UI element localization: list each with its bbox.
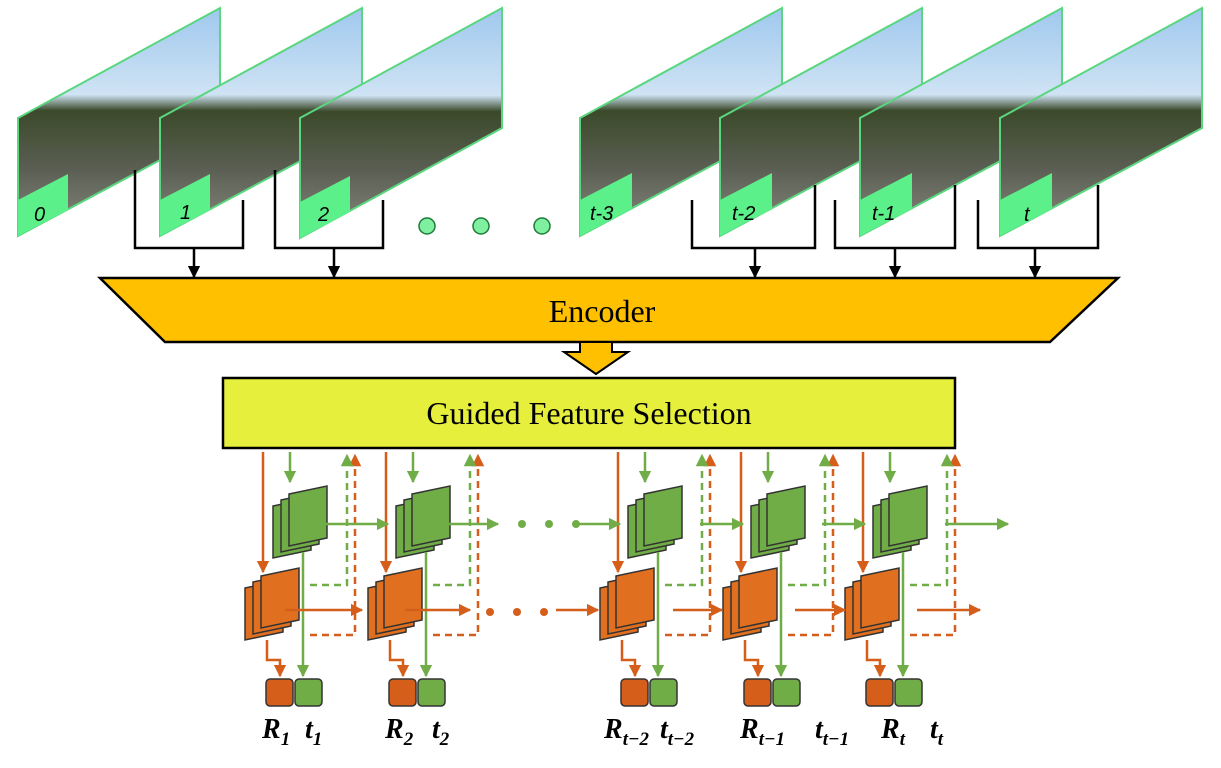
translation-label-t: tt [930, 714, 944, 750]
orange-output-arrow [388, 640, 410, 678]
gfs-label: Guided Feature Selection [426, 395, 751, 431]
rotation-output-box [620, 678, 649, 707]
orange-feedback-arrow [910, 453, 962, 637]
green-ellipsis-dot [572, 520, 580, 528]
frame-label: t [1024, 204, 1031, 226]
orange-output-arrow [865, 640, 887, 678]
translation-label-1: t1 [305, 714, 322, 750]
orange-feedback-arrow [433, 453, 485, 637]
orange-output-arrow [265, 640, 287, 678]
translation-output-box [772, 678, 801, 707]
translation-label-t-1: tt−1 [815, 714, 849, 750]
orange-feature-stack [738, 567, 778, 629]
pose-output-labels: R1 t1 R2 t2 Rt−2 tt−2 Rt−1 tt−1 Rt tt [261, 714, 944, 750]
frame-t: t [999, 6, 1203, 238]
frame-label: 1 [180, 202, 191, 224]
orange-ellipsis-dot [540, 608, 548, 616]
green-feature-stack [888, 485, 928, 547]
orange-output-arrow [743, 640, 765, 678]
frame-label: 2 [317, 204, 329, 226]
orange-output-arrow [620, 640, 642, 678]
frame-0: 0 [17, 6, 221, 238]
green-feature-stack [643, 485, 683, 547]
rotation-output-box [388, 678, 417, 707]
orange-feature-stack [383, 567, 423, 629]
frame-label: t-1 [872, 203, 895, 225]
green-ellipsis-dot [518, 520, 526, 528]
rotation-output-box [743, 678, 772, 707]
rotation-label-t-1: Rt−1 [739, 714, 785, 750]
translation-label-2: t2 [432, 714, 450, 750]
translation-label-t-2: tt−2 [660, 714, 695, 750]
green-feature-stack [411, 485, 451, 547]
rotation-label-2: R2 [384, 714, 414, 750]
orange-feature-stack [860, 567, 900, 629]
orange-feature-stack [615, 567, 655, 629]
frame-connectors [133, 170, 1100, 279]
orange-feature-stack [260, 567, 300, 629]
frame-label: t-3 [590, 203, 613, 225]
rotation-label-1: R1 [261, 714, 290, 750]
green-feedback-arrow [433, 453, 477, 587]
guided-feature-selection-block [221, 376, 957, 450]
frame-2: 2 [299, 6, 503, 240]
green-ellipsis-dot [545, 520, 553, 528]
translation-output-box [649, 678, 678, 707]
orange-feedback-arrow [310, 453, 362, 637]
rotation-output-box [265, 678, 294, 707]
frames-ellipsis [418, 217, 551, 235]
orange-feedback-arrow [665, 453, 717, 637]
green-feedback-arrow [665, 453, 709, 587]
orange-feedback-arrow [788, 453, 840, 637]
orange-ellipsis-dot [513, 608, 521, 616]
rotation-label-t-2: Rt−2 [603, 714, 649, 750]
translation-output-box [894, 678, 923, 707]
translation-output-box [294, 678, 323, 707]
green-feature-stack [766, 485, 806, 547]
encoder-label: Encoder [549, 293, 656, 329]
green-feedback-arrow [910, 453, 954, 587]
frame-label: 0 [34, 204, 45, 226]
green-feature-stack [288, 485, 328, 547]
frame-t-1: t-1 [859, 6, 1063, 238]
green-feedback-arrow [788, 453, 832, 587]
encoder-output-arrow [560, 341, 632, 376]
green-feedback-arrow [310, 453, 354, 587]
encoder-block [96, 276, 1122, 344]
orange-ellipsis-dot [486, 608, 494, 616]
recurrent-modules [244, 452, 1010, 707]
rotation-label-t: Rt [880, 714, 906, 750]
translation-output-box [417, 678, 446, 707]
frame-1: 1 [159, 6, 363, 238]
rotation-output-box [865, 678, 894, 707]
frame-label: t-2 [732, 203, 755, 225]
